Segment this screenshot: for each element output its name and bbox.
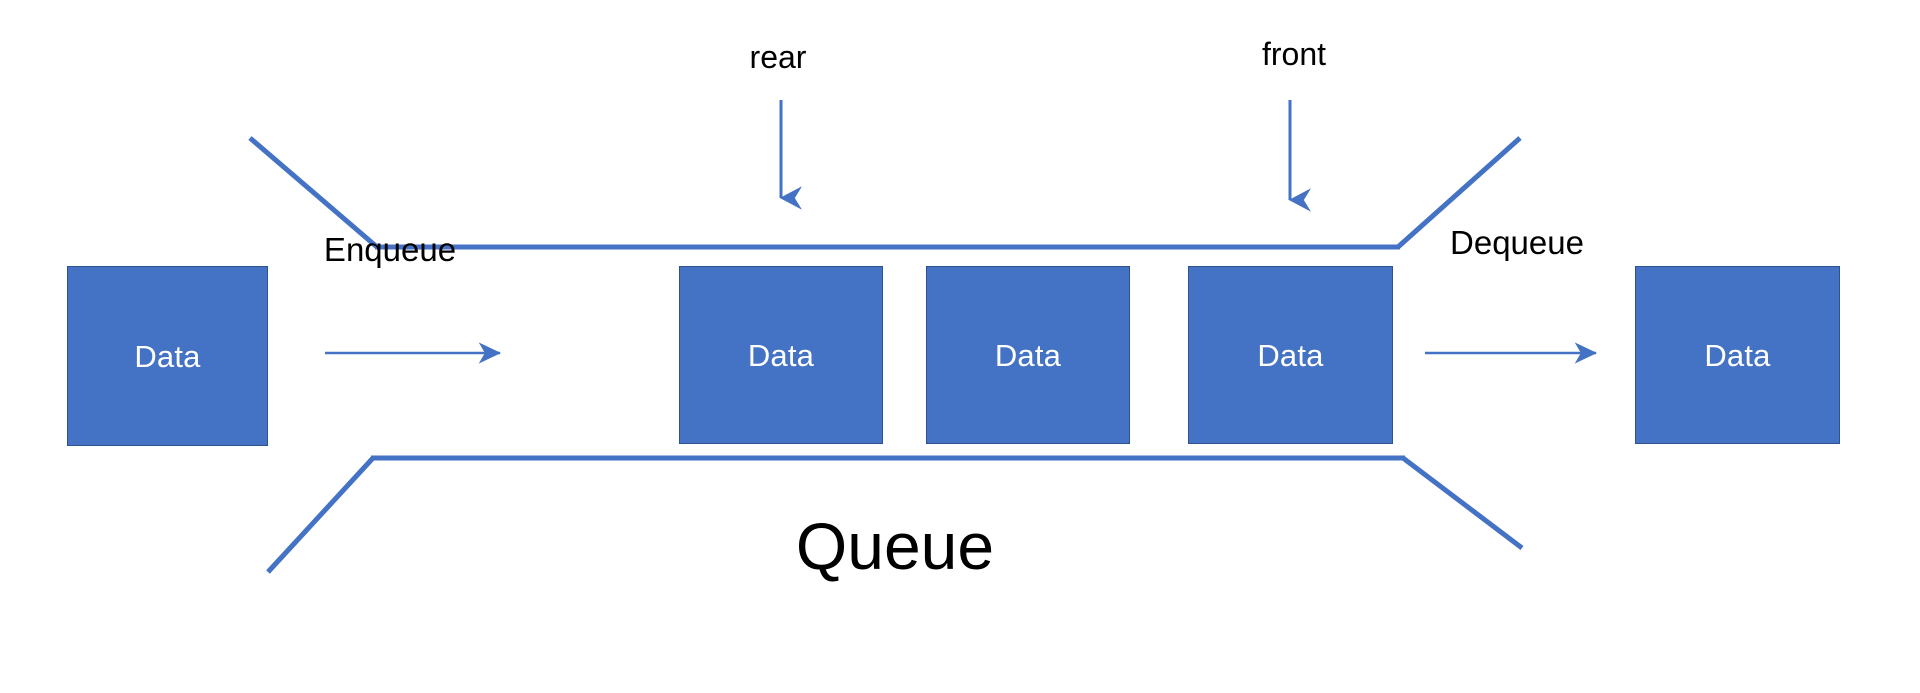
data-box-queued-1[interactable]: Data xyxy=(679,266,883,444)
queue-container-outline xyxy=(248,136,1524,574)
data-box-label: Data xyxy=(134,338,201,374)
container-top-left-diagonal xyxy=(248,136,379,249)
data-box-label: Data xyxy=(1257,337,1324,373)
data-box-incoming[interactable]: Data xyxy=(67,266,268,446)
data-box-queued-3[interactable]: Data xyxy=(1188,266,1393,444)
data-box-label: Data xyxy=(1704,337,1771,373)
enqueue-label: Enqueue xyxy=(323,231,457,268)
data-box-label: Data xyxy=(747,337,815,373)
container-top-right-diagonal xyxy=(1396,136,1522,249)
diagram-title: Queue xyxy=(795,509,995,583)
rear-pointer-label: rear xyxy=(749,39,807,75)
data-box-outgoing[interactable]: Data xyxy=(1635,266,1840,444)
data-box-queued-2[interactable]: Data xyxy=(926,266,1130,444)
container-bottom-left-diagonal xyxy=(266,456,375,574)
front-pointer-label: front xyxy=(1261,36,1327,72)
data-box-label: Data xyxy=(994,337,1062,373)
container-bottom-right-diagonal xyxy=(1401,456,1524,550)
dequeue-label: Dequeue xyxy=(1450,224,1584,261)
